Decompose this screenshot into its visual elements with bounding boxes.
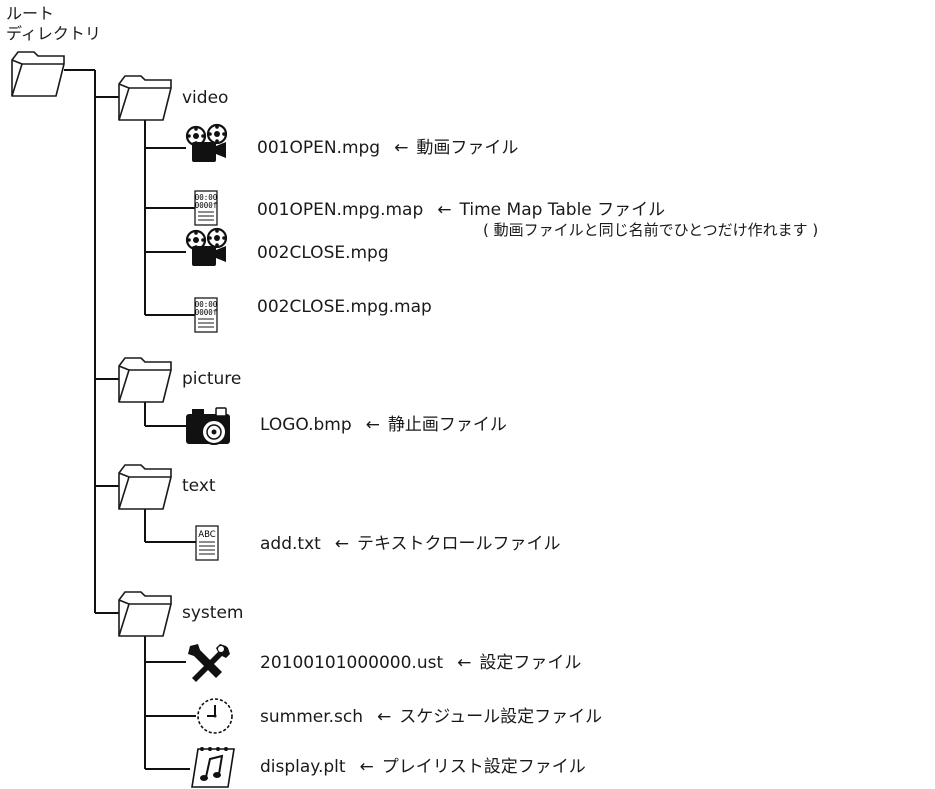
file-row-plt: display.plt ← プレイリスト設定ファイル — [260, 757, 586, 777]
file-name[interactable]: 20100101000000.ust — [260, 653, 444, 673]
file-desc: プレイリスト設定ファイル — [381, 757, 586, 777]
map-document-icon[interactable]: 00:00 0000f — [194, 190, 218, 226]
root-label-line2: ディレクトリ — [6, 24, 101, 43]
file-desc: スケジュール設定ファイル — [399, 707, 603, 727]
folder-icon[interactable] — [118, 75, 172, 121]
folder-icon[interactable] — [118, 357, 172, 403]
arrow: ← — [394, 138, 409, 158]
map-icon-time: 00:00 — [195, 193, 218, 202]
file-row-ust: 20100101000000.ust ← 設定ファイル — [260, 653, 581, 673]
tools-icon[interactable] — [188, 644, 230, 682]
arrow: ← — [365, 415, 380, 435]
file-desc: 動画ファイル — [416, 138, 519, 158]
file-desc: 設定ファイル — [479, 653, 582, 673]
file-name[interactable]: 001OPEN.mpg — [257, 138, 381, 158]
map-file-note: ( 動画ファイルと同じ名前でひとつだけ作れます ) — [483, 221, 819, 239]
arrow: ← — [359, 757, 374, 777]
file-desc: Time Map Table ファイル — [459, 200, 666, 220]
file-row-sch: summer.sch ← スケジュール設定ファイル — [260, 707, 602, 727]
film-camera-icon[interactable] — [185, 123, 228, 164]
arrow: ← — [457, 653, 472, 673]
clock-icon[interactable] — [197, 698, 233, 734]
file-name[interactable]: 001OPEN.mpg.map — [257, 200, 424, 220]
file-row-001open-map: 001OPEN.mpg.map ← Time Map Table ファイル — [257, 200, 665, 220]
file-row-002close-map: 002CLOSE.mpg.map — [257, 297, 432, 317]
file-row-002close-mpg: 002CLOSE.mpg — [257, 243, 389, 263]
file-name[interactable]: 002CLOSE.mpg — [257, 243, 389, 263]
folder-label-system[interactable]: system — [182, 603, 244, 623]
map-document-icon[interactable]: 00:00 0000f — [194, 297, 218, 333]
film-camera-icon[interactable] — [185, 227, 228, 268]
file-name[interactable]: add.txt — [260, 534, 321, 554]
folder-label-text[interactable]: text — [182, 476, 216, 496]
file-row-logo-bmp: LOGO.bmp ← 静止画ファイル — [260, 415, 507, 435]
file-name[interactable]: display.plt — [260, 757, 346, 777]
file-name[interactable]: 002CLOSE.mpg.map — [257, 297, 432, 317]
arrow: ← — [437, 200, 452, 220]
folder-label-video[interactable]: video — [182, 88, 229, 108]
folder-icon[interactable] — [118, 591, 172, 637]
tree-connectors — [64, 69, 196, 770]
arrow: ← — [334, 534, 350, 554]
txt-icon-label: ABC — [198, 530, 215, 540]
folder-icon[interactable] — [11, 51, 65, 97]
arrow: ← — [377, 707, 392, 727]
folder-label-picture[interactable]: picture — [182, 369, 242, 389]
folder-icon[interactable] — [118, 464, 172, 510]
text-document-icon[interactable]: ABC — [195, 525, 219, 561]
file-name[interactable]: summer.sch — [260, 707, 364, 727]
map-icon-frame: 0000f — [195, 201, 218, 210]
photo-camera-icon[interactable] — [186, 407, 230, 445]
map-icon-frame: 0000f — [195, 308, 218, 317]
file-row-add-txt: add.txt ← テキストクロールファイル — [260, 534, 561, 554]
music-note-icon[interactable] — [191, 747, 235, 788]
root-label-line1: ルート — [6, 4, 55, 23]
file-name[interactable]: LOGO.bmp — [260, 415, 352, 435]
map-icon-time: 00:00 — [195, 300, 218, 309]
file-desc: テキストクロールファイル — [357, 534, 561, 554]
file-row-001open-mpg: 001OPEN.mpg ← 動画ファイル — [257, 138, 518, 158]
file-desc: 静止画ファイル — [387, 415, 507, 435]
